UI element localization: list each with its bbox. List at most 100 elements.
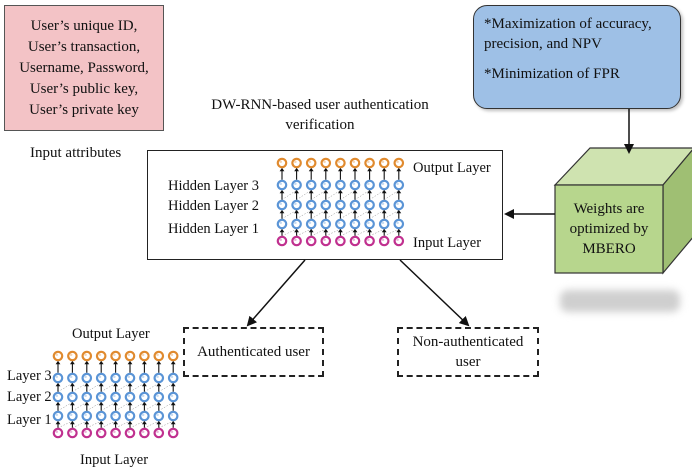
- hidden-node-shine: [84, 394, 87, 397]
- hidden-node: [335, 179, 346, 191]
- hidden-node: [52, 372, 64, 384]
- net-arrowhead: [308, 228, 314, 233]
- net-arrowhead: [308, 209, 314, 214]
- net-arrowhead: [367, 209, 372, 214]
- output-node-shine: [294, 160, 297, 164]
- hidden-node: [81, 391, 93, 403]
- net-connection: [144, 382, 159, 393]
- output-node: [81, 350, 93, 362]
- input-node-shine: [141, 430, 145, 433]
- hidden-node: [393, 199, 405, 211]
- net-arrowhead: [381, 189, 387, 194]
- hidden-node-shine: [279, 202, 282, 206]
- output-node-shine: [156, 353, 159, 356]
- hidden-node: [378, 199, 390, 211]
- input-node-shine: [396, 238, 399, 242]
- hidden-node: [393, 179, 405, 191]
- net-connection: [296, 228, 312, 237]
- net-arrowhead: [113, 382, 118, 387]
- output-node-shine: [308, 160, 312, 164]
- net-connection: [86, 382, 102, 393]
- input-node-shine: [352, 238, 355, 242]
- net-connection: [369, 209, 385, 220]
- hidden-node: [139, 410, 150, 422]
- net-connection: [115, 420, 131, 429]
- input-node: [167, 427, 179, 439]
- hidden-node-shine: [294, 182, 297, 186]
- input-node-shine: [156, 430, 159, 433]
- input-node-shine: [55, 430, 59, 433]
- hidden-node-shine: [156, 394, 159, 397]
- input-node: [67, 427, 78, 439]
- hidden-node: [167, 391, 179, 403]
- net-arrowhead: [55, 420, 61, 425]
- net-arrowhead: [381, 167, 387, 172]
- hidden-node: [95, 410, 107, 422]
- input-node: [139, 427, 150, 439]
- net-arrowhead: [381, 209, 387, 214]
- net-arrowhead: [279, 209, 285, 214]
- hidden-node: [167, 410, 179, 422]
- output-node: [393, 157, 405, 169]
- optimizer-line3: MBERO: [582, 241, 636, 257]
- hidden-node: [110, 372, 121, 384]
- hidden-node: [95, 372, 107, 384]
- output-node-shine: [55, 353, 59, 356]
- net-connection: [384, 189, 399, 201]
- net-arrowhead: [367, 228, 372, 233]
- hidden-node: [153, 391, 165, 403]
- net-connection: [311, 209, 326, 220]
- hidden-node: [335, 218, 346, 230]
- hidden-node-shine: [294, 221, 297, 225]
- hidden-node-shine: [98, 413, 102, 416]
- non-authenticated-user-box: Non-authenticated user: [397, 327, 539, 377]
- hidden-node-shine: [308, 202, 312, 206]
- hidden-node-shine: [279, 182, 282, 186]
- optimizer-text: Weights are optimized by MBERO: [555, 185, 663, 273]
- net-connection: [281, 228, 297, 237]
- hidden-node-shine: [381, 221, 385, 225]
- hidden-node: [291, 179, 302, 191]
- to-authenticated-arrow: [246, 259, 306, 327]
- main-hidden-layer-3-label: Hidden Layer 3: [168, 178, 259, 194]
- hidden-node-shine: [367, 202, 370, 206]
- net-connection: [325, 209, 341, 220]
- net-arrowhead: [156, 420, 162, 425]
- hidden-node-shine: [396, 202, 399, 206]
- net-connection: [369, 189, 385, 201]
- hidden-node-shine: [352, 182, 355, 186]
- net-connection: [369, 228, 385, 237]
- output-node: [320, 157, 332, 169]
- output-node: [110, 350, 121, 362]
- hidden-node-shine: [84, 375, 87, 378]
- hidden-node: [110, 410, 121, 422]
- input-node-shine: [113, 430, 116, 433]
- non-authenticated-user-label: Non-authenticated user: [412, 334, 524, 370]
- hidden-node-shine: [396, 221, 399, 225]
- hidden-node-shine: [127, 413, 130, 416]
- net-arrowhead: [294, 209, 299, 214]
- output-node: [378, 157, 390, 169]
- net-connection: [354, 228, 370, 237]
- net-arrowhead: [55, 360, 61, 365]
- net-arrowhead: [170, 382, 176, 387]
- net-arrowhead: [170, 360, 176, 365]
- hidden-node-shine: [279, 221, 282, 225]
- net-connection: [144, 401, 159, 412]
- hidden-node: [335, 199, 346, 211]
- hidden-node: [52, 410, 64, 422]
- net-arrowhead: [352, 228, 358, 233]
- net-connection: [115, 382, 131, 393]
- net-arrowhead: [294, 167, 299, 172]
- hidden-node: [364, 218, 375, 230]
- net-arrowhead: [279, 189, 285, 194]
- hidden-node: [364, 199, 375, 211]
- input-node: [276, 235, 288, 247]
- net-arrowhead: [98, 401, 104, 406]
- input-attributes-caption: Input attributes: [30, 145, 122, 161]
- hidden-node: [81, 372, 93, 384]
- small-output-layer-label: Output Layer: [72, 326, 150, 342]
- mbero-cube: [553, 147, 692, 275]
- hidden-node: [153, 372, 165, 384]
- net-arrowhead: [98, 420, 104, 425]
